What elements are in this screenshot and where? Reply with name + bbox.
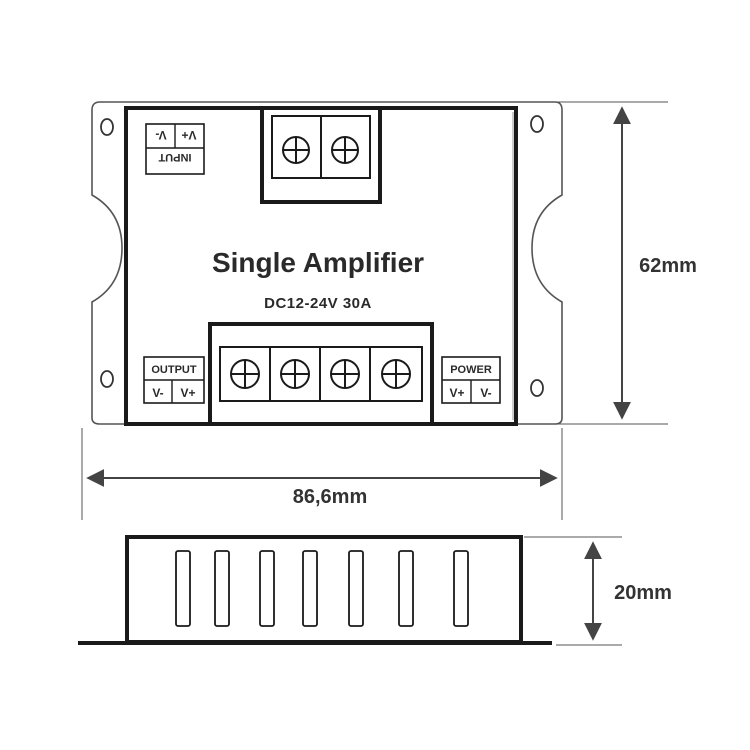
mount-hole-icon (530, 115, 544, 133)
width-dimension: 86,6mm (81, 428, 563, 520)
output-label-text: OUTPUT (151, 364, 197, 376)
output-port-label: OUTPUT V- V+ (143, 356, 205, 404)
device-rating: DC12-24V 30A (264, 295, 372, 312)
input-right-terminal: V+ (181, 128, 196, 142)
width-value: 86,6mm (293, 486, 368, 508)
screw-terminal-icon (280, 359, 310, 389)
input-left-terminal: V- (155, 128, 166, 142)
screw-terminal-icon (330, 359, 360, 389)
power-left-terminal: V+ (449, 386, 464, 400)
ventilation-slots (175, 550, 469, 627)
power-right-terminal: V- (480, 386, 491, 400)
screw-terminal-icon (381, 359, 411, 389)
screw-terminal-icon (282, 136, 310, 164)
input-label-text: INPUT (158, 151, 191, 163)
device-title: Single Amplifier (212, 247, 424, 278)
screw-terminal-icon (331, 136, 359, 164)
output-right-terminal: V+ (180, 386, 195, 400)
height-value: 62mm (639, 255, 697, 277)
height-dimension: 62mm (518, 101, 697, 425)
screw-terminal-icon (230, 359, 260, 389)
output-left-terminal: V- (152, 386, 163, 400)
power-port-label: POWER V+ V- (441, 356, 501, 404)
side-view (78, 535, 552, 645)
depth-value: 20mm (614, 582, 672, 604)
input-port-label: INPUT V- V+ (145, 123, 205, 175)
power-label-text: POWER (450, 364, 492, 376)
mount-hole-icon (530, 379, 544, 397)
mount-hole-icon (100, 118, 114, 136)
depth-dimension: 20mm (524, 536, 672, 646)
mount-hole-icon (100, 370, 114, 388)
